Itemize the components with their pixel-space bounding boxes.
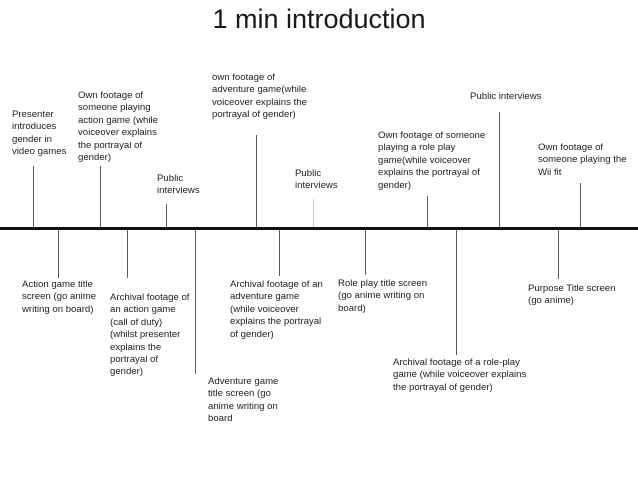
timeline-label-own-footage-role-play: Own footage of someone playing a role pl… [378,130,486,191]
timeline-label-public-interviews-3: Public interviews [470,91,542,102]
timeline-label-presenter-introduces: Presenter introduces gender in video gam… [12,109,67,158]
timeline-axis-bar [0,227,638,230]
timeline-tick-own-footage-role-play [427,196,428,227]
timeline-label-action-game-title-screen: Action game title screen (go anime writi… [22,279,97,315]
timeline-tick-adventure-game-title-screen [195,230,196,374]
timeline-label-purpose-title-screen: Purpose Title screen (go anime) [528,283,616,307]
timeline-tick-action-game-title-screen [58,230,59,278]
timeline-label-own-footage-adventure-game: own footage of adventure game(while voic… [212,72,307,121]
timeline-label-role-play-title-screen: Role play title screen (go anime writing… [338,278,428,314]
timeline-tick-public-interviews-1 [166,204,167,227]
timeline-label-archival-footage-action-game: Archival footage of an action game (call… [110,292,190,378]
timeline-tick-purpose-title-screen [558,230,559,279]
timeline-label-public-interviews-1: Public interviews [157,173,200,197]
timeline-tick-public-interviews-3 [499,112,500,227]
timeline-label-own-footage-wii-fit: Own footage of someone playing the Wii f… [538,142,627,178]
timeline-tick-archival-footage-adventure-game [279,230,280,276]
timeline-tick-public-interviews-2 [313,199,314,227]
timeline-tick-role-play-title-screen [365,230,366,275]
timeline-label-adventure-game-title-screen: Adventure game title screen (go anime wr… [208,376,279,425]
timeline-label-archival-footage-role-play: Archival footage of a role-play game (wh… [393,357,527,393]
timeline-label-archival-footage-adventure-game: Archival footage of an adventure game (w… [230,279,323,340]
timeline-tick-own-footage-wii-fit [580,183,581,227]
timeline-tick-own-footage-action-game [100,166,101,227]
timeline-tick-archival-footage-action-game [127,230,128,278]
timeline-tick-archival-footage-role-play [456,230,457,355]
timeline-label-public-interviews-2: Public interviews [295,168,338,192]
timeline-tick-own-footage-adventure-game [256,135,257,227]
timeline-label-own-footage-action-game: Own footage of someone playing action ga… [78,90,158,164]
page-title: 1 min introduction [212,4,426,34]
timeline-tick-presenter-introduces [33,166,34,227]
